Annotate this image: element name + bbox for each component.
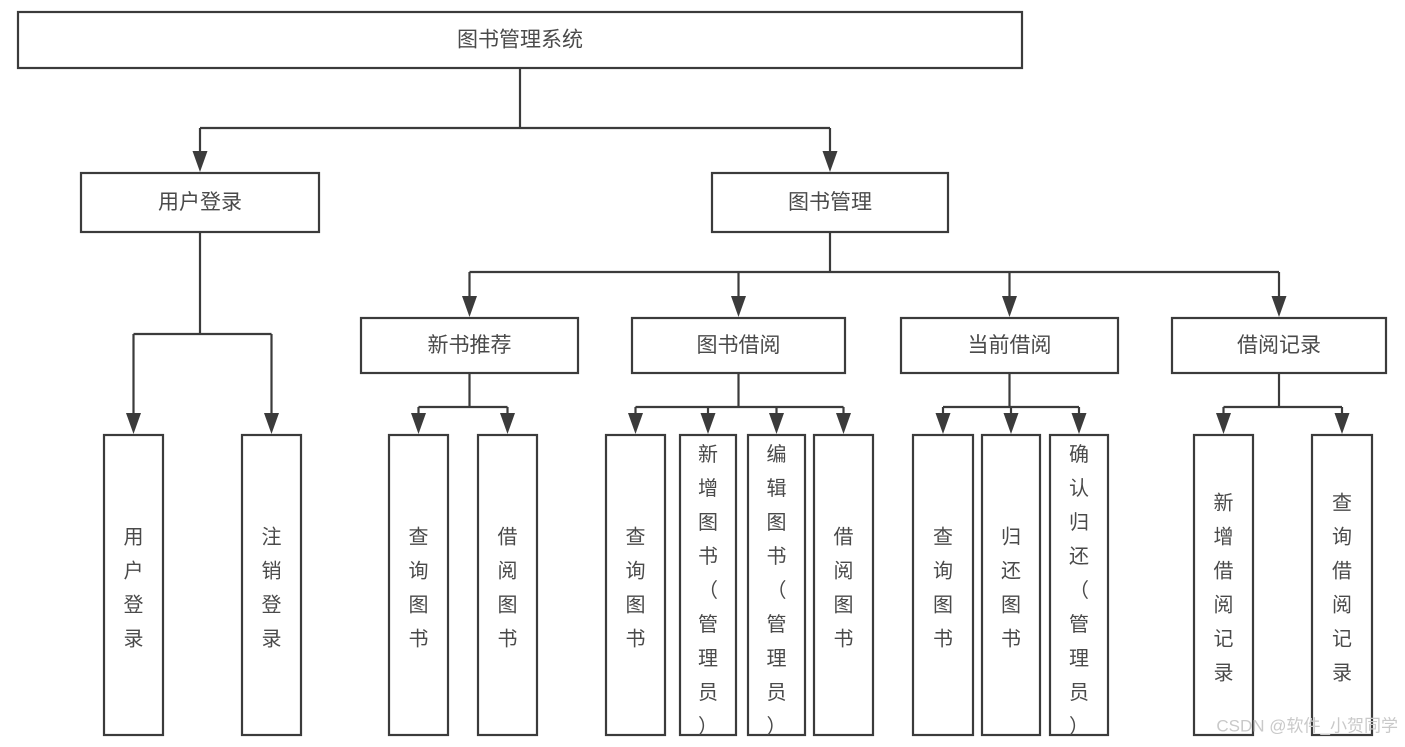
node-box-leaf-user-login[interactable] — [102, 433, 165, 737]
node-leaf-return-book[interactable]: 归还图书 — [980, 433, 1042, 737]
connector-book-management-to-level2 — [462, 232, 1287, 317]
node-box-user-login[interactable] — [79, 171, 321, 234]
node-box-leaf-query-borrow-record[interactable] — [1310, 433, 1374, 737]
node-box-leaf-borrow-book[interactable] — [812, 433, 875, 737]
node-leaf-add-borrow-record[interactable]: 新增借阅记录 — [1192, 433, 1255, 737]
connector-user-login-to-leaves — [126, 232, 279, 434]
watermark-label: CSDN @软件_小贺同学 — [1216, 716, 1398, 735]
node-leaf-user-login[interactable]: 用户登录 — [102, 433, 165, 737]
node-label-leaf-user-login: 用户登录 — [124, 527, 144, 651]
node-user-login[interactable]: 用户登录 — [79, 171, 321, 234]
node-box-root[interactable] — [16, 10, 1024, 70]
connector-root-to-level1 — [192, 68, 838, 172]
node-borrow-record[interactable]: 借阅记录 — [1170, 316, 1388, 375]
node-label-leaf-borrow-book: 借阅图书 — [834, 526, 854, 651]
node-leaf-logout[interactable]: 注销登录 — [240, 433, 303, 737]
node-label-leaf-borrow-book-recommend: 借阅图书 — [498, 526, 518, 651]
node-box-leaf-confirm-return-admin[interactable] — [1048, 433, 1110, 737]
node-label-leaf-logout: 注销登录 — [262, 526, 282, 651]
node-label-user-login: 用户登录 — [158, 191, 242, 214]
node-label-book-management: 图书管理 — [788, 191, 872, 214]
node-label-leaf-add-book-admin: 新增图书（管理员） — [698, 443, 718, 738]
node-leaf-add-book-admin[interactable]: 新增图书（管理员） — [678, 433, 738, 738]
node-label-leaf-query-book-current: 查询图书 — [933, 526, 953, 651]
node-box-book-management[interactable] — [710, 171, 950, 234]
node-book-borrow[interactable]: 图书借阅 — [630, 316, 847, 375]
node-box-leaf-query-book-borrow[interactable] — [604, 433, 667, 737]
node-leaf-confirm-return-admin[interactable]: 确认归还（管理员） — [1048, 433, 1110, 738]
node-label-leaf-query-borrow-record: 查询借阅记录 — [1332, 492, 1352, 685]
node-box-leaf-borrow-book-recommend[interactable] — [476, 433, 539, 737]
node-root[interactable]: 图书管理系统 — [16, 10, 1024, 70]
node-box-book-borrow[interactable] — [630, 316, 847, 375]
node-label-current-borrow: 当前借阅 — [968, 334, 1052, 357]
node-label-new-book-recommend: 新书推荐 — [428, 334, 512, 357]
node-box-leaf-return-book[interactable] — [980, 433, 1042, 737]
node-leaf-query-book-current[interactable]: 查询图书 — [911, 433, 975, 737]
node-current-borrow[interactable]: 当前借阅 — [899, 316, 1120, 375]
node-label-borrow-record: 借阅记录 — [1237, 334, 1321, 357]
node-label-leaf-confirm-return-admin: 确认归还（管理员） — [1069, 443, 1089, 738]
node-book-management[interactable]: 图书管理 — [710, 171, 950, 234]
node-box-new-book-recommend[interactable] — [359, 316, 580, 375]
node-leaf-query-book-recommend[interactable]: 查询图书 — [387, 433, 450, 737]
node-leaf-edit-book-admin[interactable]: 编辑图书（管理员） — [746, 433, 807, 738]
node-new-book-recommend[interactable]: 新书推荐 — [359, 316, 580, 375]
connector-new-book-recommend-to-leaves — [411, 373, 515, 434]
node-label-leaf-query-book-borrow: 查询图书 — [626, 526, 646, 651]
node-box-leaf-query-book-recommend[interactable] — [387, 433, 450, 737]
node-box-leaf-query-book-current[interactable] — [911, 433, 975, 737]
node-label-root: 图书管理系统 — [457, 29, 583, 52]
node-leaf-query-borrow-record[interactable]: 查询借阅记录 — [1310, 433, 1374, 737]
node-label-leaf-return-book: 归还图书 — [1001, 526, 1021, 651]
node-box-borrow-record[interactable] — [1170, 316, 1388, 375]
node-box-leaf-logout[interactable] — [240, 433, 303, 737]
connector-book-borrow-to-leaves — [628, 373, 851, 434]
connector-current-borrow-to-leaves — [935, 373, 1087, 434]
node-label-book-borrow: 图书借阅 — [697, 334, 781, 357]
node-layer: 图书管理系统用户登录图书管理新书推荐图书借阅当前借阅借阅记录用户登录注销登录查询… — [16, 10, 1388, 738]
connector-layer — [126, 68, 1350, 434]
node-label-leaf-query-book-recommend: 查询图书 — [409, 526, 429, 651]
node-leaf-borrow-book[interactable]: 借阅图书 — [812, 433, 875, 737]
node-label-leaf-edit-book-admin: 编辑图书（管理员） — [767, 443, 787, 738]
node-leaf-borrow-book-recommend[interactable]: 借阅图书 — [476, 433, 539, 737]
connector-borrow-record-to-leaves — [1216, 373, 1350, 434]
node-label-leaf-add-borrow-record: 新增借阅记录 — [1214, 492, 1234, 685]
node-box-leaf-add-borrow-record[interactable] — [1192, 433, 1255, 737]
node-box-leaf-edit-book-admin[interactable] — [746, 433, 807, 737]
node-leaf-query-book-borrow[interactable]: 查询图书 — [604, 433, 667, 737]
node-box-leaf-add-book-admin[interactable] — [678, 433, 738, 737]
node-box-current-borrow[interactable] — [899, 316, 1120, 375]
